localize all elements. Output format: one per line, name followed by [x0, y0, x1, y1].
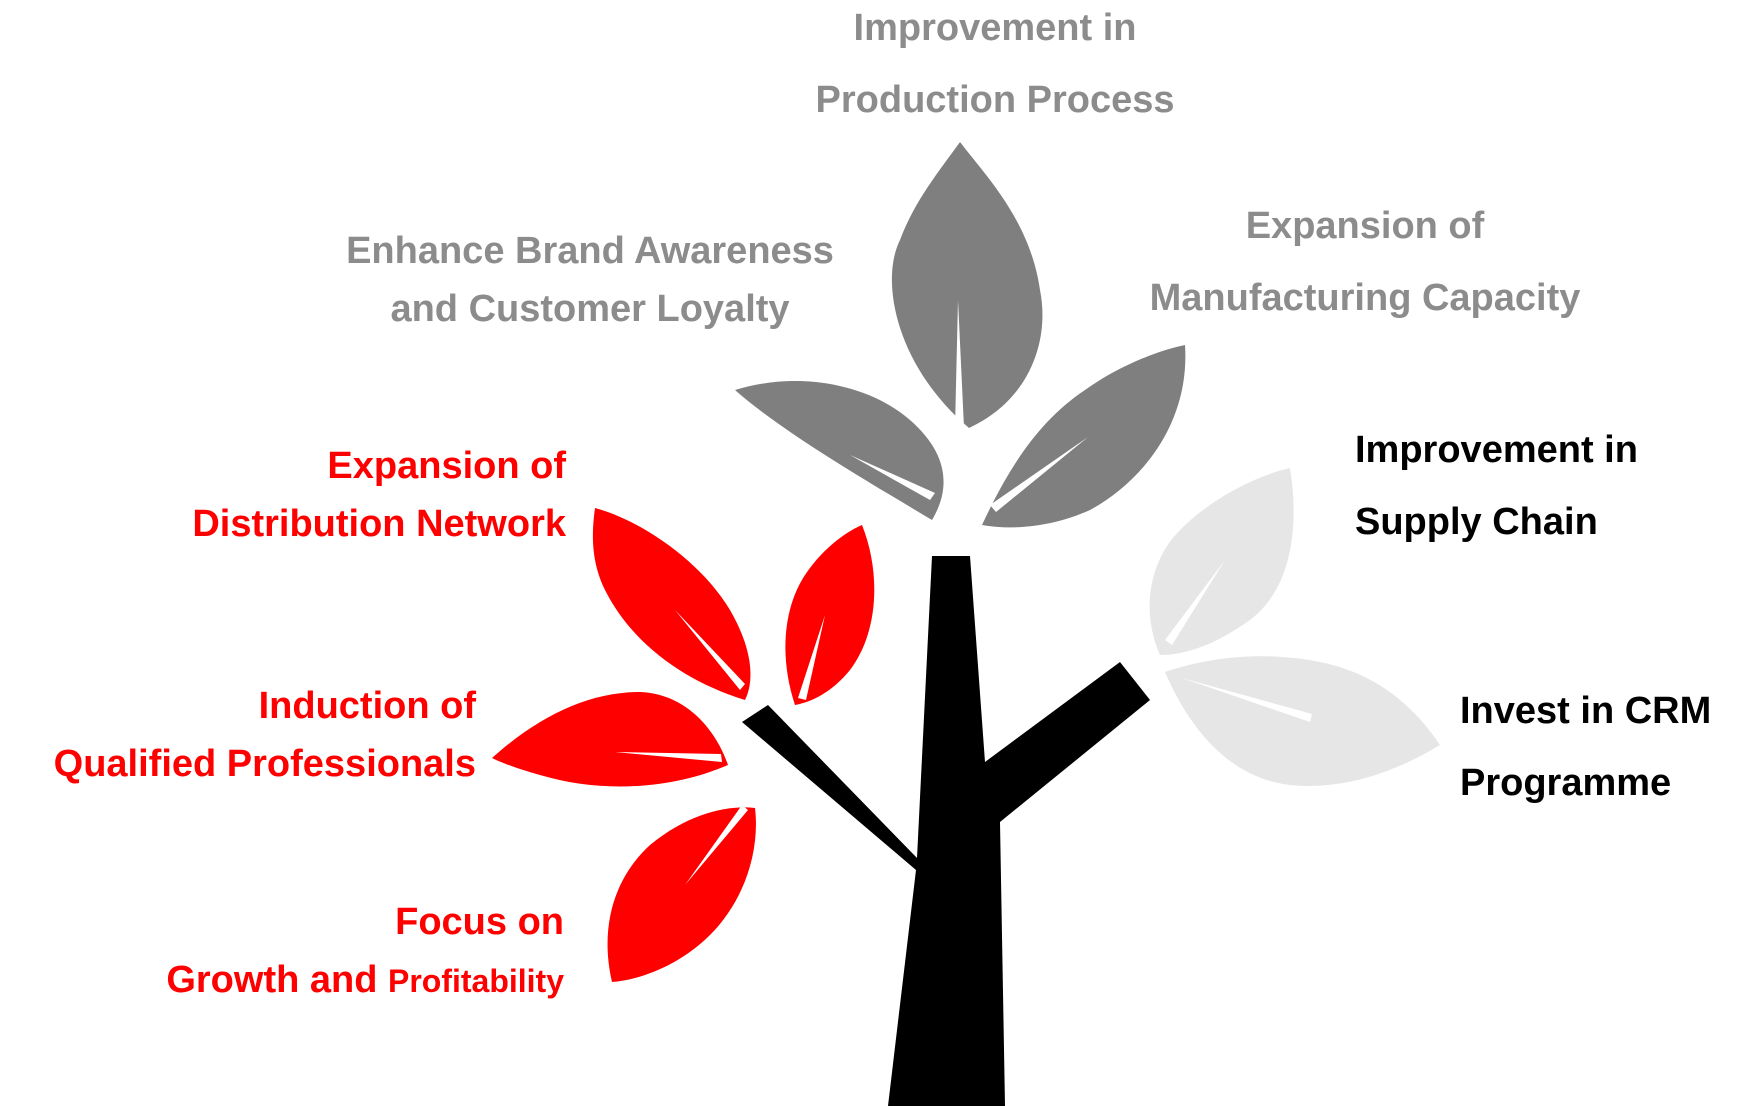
- light-leaves: [1149, 468, 1440, 786]
- label-brand-awareness: Enhance Brand Awareness and Customer Loy…: [346, 222, 834, 338]
- gray-leaf-left: [735, 381, 944, 520]
- label-production-process: Improvement in Production Process: [816, 0, 1175, 136]
- label-growth-line2: Growth and Profitability: [166, 951, 564, 1010]
- red-leaf-upper-right: [785, 525, 875, 705]
- label-growth-line2a: Growth and: [166, 959, 388, 1001]
- label-brand-line1: Enhance Brand Awareness: [346, 230, 834, 272]
- label-manufacturing-line2: Manufacturing Capacity: [1149, 277, 1581, 319]
- red-leaf-middle: [492, 692, 728, 787]
- label-growth-line1: Focus on: [395, 901, 564, 943]
- light-leaf-lower: [1165, 656, 1440, 786]
- label-production-line2: Production Process: [815, 79, 1175, 121]
- label-crm-line2: Programme: [1460, 762, 1672, 804]
- gray-leaf-top: [891, 142, 1043, 428]
- red-leaf-bottom: [607, 807, 756, 982]
- label-brand-line2: and Customer Loyalty: [390, 288, 790, 330]
- tree-trunk: [742, 556, 1150, 1106]
- label-production-line1: Improvement in: [853, 7, 1137, 49]
- label-crm-programme: Invest in CRM Programme: [1460, 675, 1711, 819]
- red-leaves: [492, 508, 875, 982]
- label-manufacturing-capacity: Expansion of Manufacturing Capacity: [1150, 190, 1581, 334]
- label-crm-line1: Invest in CRM: [1460, 690, 1712, 732]
- label-supply-line1: Improvement in: [1355, 429, 1638, 471]
- label-qualified-professionals: Induction of Qualified Professionals: [54, 677, 476, 793]
- label-supply-chain: Improvement in Supply Chain: [1355, 414, 1638, 558]
- label-manufacturing-line1: Expansion of: [1245, 205, 1485, 247]
- label-growth-profitability: Focus on Growth and Profitability: [166, 893, 564, 1010]
- label-distribution-network: Expansion of Distribution Network: [192, 437, 566, 553]
- leaf-veins: [615, 300, 1312, 885]
- label-supply-line2: Supply Chain: [1355, 501, 1598, 543]
- label-distribution-line2: Distribution Network: [192, 503, 566, 545]
- label-induction-line1: Induction of: [258, 685, 476, 727]
- label-induction-line2: Qualified Professionals: [53, 743, 476, 785]
- label-distribution-line1: Expansion of: [327, 445, 566, 487]
- light-leaf-upper: [1149, 468, 1294, 655]
- label-growth-line2b: Profitability: [387, 963, 564, 999]
